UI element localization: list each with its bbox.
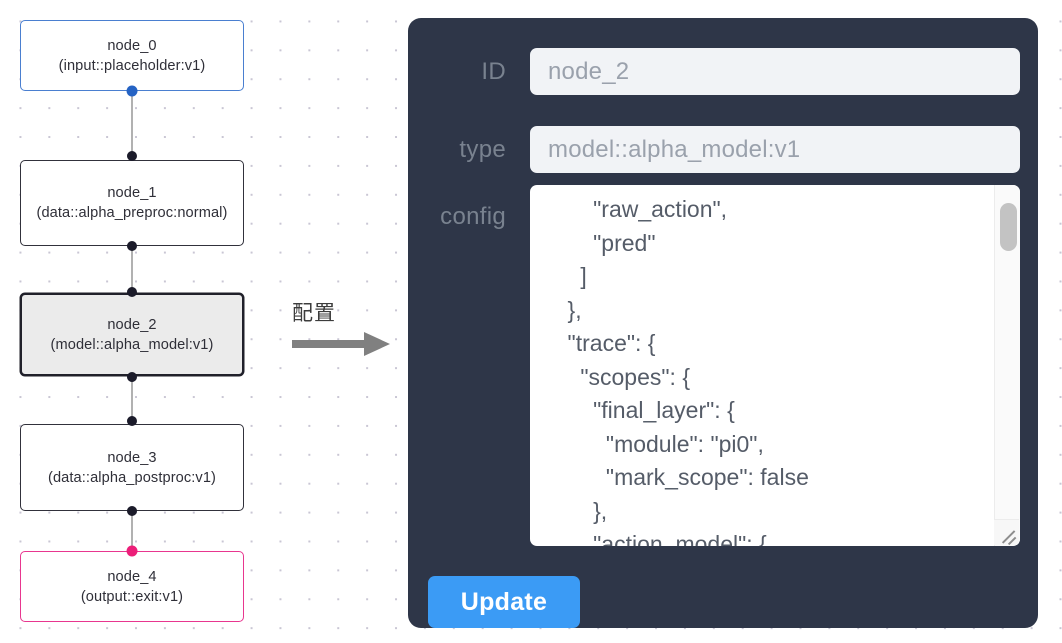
field-row-id: ID [408, 48, 1020, 95]
id-input[interactable] [530, 48, 1020, 95]
edge-node2-node3 [131, 376, 133, 421]
node-config-panel: ID type config Update [408, 18, 1038, 628]
graph-node-label: node_3 (data::alpha_postproc:v1) [48, 449, 216, 486]
config-scrollbar[interactable] [994, 185, 1020, 546]
graph-node-node_0[interactable]: node_0 (input::placeholder:v1) [20, 20, 244, 91]
node_3-target-handle[interactable] [127, 416, 137, 426]
graph-node-label: node_0 (input::placeholder:v1) [58, 37, 206, 74]
config-scrollbar-thumb[interactable] [1000, 203, 1017, 251]
edge-node3-node4 [131, 511, 133, 551]
arrow-right-icon [292, 332, 390, 356]
graph-node-node_2[interactable]: node_2 (model::alpha_model:v1) [20, 293, 244, 376]
node_1-source-handle[interactable] [127, 241, 137, 251]
node_3-source-handle[interactable] [127, 506, 137, 516]
type-field-label: type [459, 135, 506, 163]
config-textarea-wrapper [530, 185, 1020, 546]
type-input[interactable] [530, 126, 1020, 173]
graph-node-node_3[interactable]: node_3 (data::alpha_postproc:v1) [20, 424, 244, 511]
node_1-target-handle[interactable] [127, 151, 137, 161]
id-field-label: ID [481, 57, 506, 85]
graph-node-label: node_2 (model::alpha_model:v1) [50, 316, 214, 353]
graph-node-label: node_1 (data::alpha_preproc:normal) [36, 185, 228, 221]
node_2-target-handle[interactable] [127, 287, 137, 297]
graph-node-node_4[interactable]: node_4 (output::exit:v1) [20, 551, 244, 622]
edge-node0-node1 [131, 91, 133, 160]
update-button[interactable]: Update [428, 576, 580, 628]
node_0-source-handle[interactable] [126, 85, 138, 97]
field-row-type: type [408, 126, 1020, 173]
field-row-config: config [408, 185, 1020, 546]
edge-node1-node2 [131, 246, 133, 293]
configure-arrow-group: 配置 [292, 297, 396, 357]
config-textarea[interactable] [530, 185, 1020, 546]
graph-node-node_1[interactable]: node_1 (data::alpha_preproc:normal) [20, 160, 244, 246]
node_4-target-handle[interactable] [126, 545, 138, 557]
configure-arrow-label: 配置 [292, 302, 336, 325]
resize-grip-icon[interactable] [994, 519, 1019, 545]
node_2-source-handle[interactable] [127, 372, 137, 382]
graph-node-label: node_4 (output::exit:v1) [80, 568, 184, 605]
config-field-label: config [440, 203, 506, 230]
